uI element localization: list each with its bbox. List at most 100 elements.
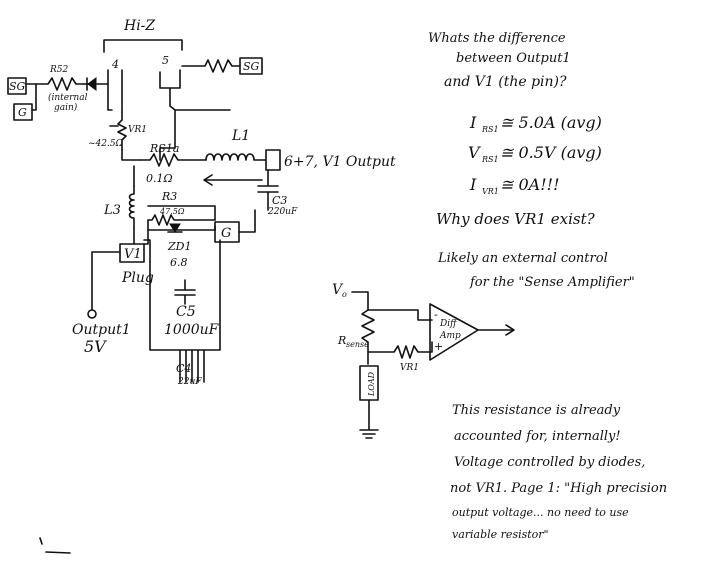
eq2-symbol: V bbox=[468, 143, 481, 162]
resistance-line-1: This resistance is already bbox=[452, 403, 621, 418]
r52-label: R52 bbox=[49, 65, 69, 75]
zd1-to-v1 bbox=[143, 229, 149, 245]
amp-minus-wire bbox=[367, 309, 433, 321]
l1-inductor bbox=[205, 153, 267, 161]
hi-z-label: Hi-Z bbox=[123, 18, 155, 34]
zd1-triangle bbox=[169, 223, 181, 233]
eq1-subscript: RS1 bbox=[481, 125, 499, 134]
vr1-value: ~42.5Ω bbox=[88, 139, 124, 149]
resistance-line-3: Voltage controlled by diodes, bbox=[454, 455, 645, 470]
pin4-label: 4 bbox=[111, 58, 119, 71]
likely-line-2: for the "Sense Amplifier" bbox=[469, 275, 635, 290]
output-connector bbox=[265, 149, 281, 171]
c5-label: C5 bbox=[176, 304, 196, 320]
resistance-line-5: output voltage... no need to use bbox=[452, 506, 629, 519]
hi-z-bracket bbox=[103, 39, 183, 53]
vr1-label: VR1 bbox=[128, 125, 147, 135]
output1-wire bbox=[91, 251, 121, 311]
output-label: 6+7, V1 Output bbox=[284, 154, 396, 170]
diff-amp-label-1: Diff bbox=[439, 319, 458, 329]
l1-label: L1 bbox=[231, 128, 250, 144]
diff-amp-triangle bbox=[429, 303, 479, 361]
equation-i-rs1: I RS1 ≅ 5.0A (avg) bbox=[469, 113, 602, 134]
pin5-leads bbox=[159, 69, 181, 89]
margin-notes: Whats the difference between Output1 and… bbox=[428, 31, 667, 541]
g1-label: G bbox=[18, 106, 27, 119]
l3-label: L3 bbox=[103, 203, 121, 218]
vr1-amp-label: VR1 bbox=[400, 363, 419, 373]
eq3-value: ≅ 0A!!! bbox=[500, 175, 560, 194]
amp-output-arrow bbox=[505, 324, 515, 336]
v1-box bbox=[119, 243, 145, 263]
eq3-subscript: VR1 bbox=[482, 187, 499, 196]
c3-value: 220uF bbox=[267, 207, 298, 217]
r3-top-wire bbox=[147, 205, 216, 221]
why-vr1: Why does VR1 exist? bbox=[436, 210, 596, 228]
resistance-line-4: not VR1. Page 1: "High precision bbox=[450, 481, 667, 496]
c5-symbol bbox=[174, 279, 196, 305]
r3-resistor bbox=[147, 214, 216, 226]
c5-value: 1000uF bbox=[164, 322, 220, 338]
question-line-1: Whats the difference bbox=[428, 31, 566, 46]
rs1a-label: RS1a bbox=[149, 142, 179, 155]
ground-symbol bbox=[359, 399, 379, 439]
vr1-resistor bbox=[117, 111, 127, 151]
diff-amp-label-2: Amp bbox=[439, 331, 461, 341]
sense-amp-diagram: V o R sense VR1 Diff Amp - + LOAD bbox=[332, 282, 515, 439]
sg2-label: SG bbox=[243, 60, 260, 73]
eq2-subscript: RS1 bbox=[481, 155, 499, 164]
l3-inductor bbox=[128, 185, 135, 229]
likely-line-1: Likely an external control bbox=[437, 251, 608, 266]
sg1-label: SG bbox=[9, 80, 26, 93]
r3-label: R3 bbox=[161, 190, 177, 203]
output1-label: Output1 bbox=[72, 322, 131, 338]
eq1-value: ≅ 5.0A (avg) bbox=[500, 113, 602, 132]
vo-subscript: o bbox=[342, 290, 347, 299]
output1-terminal bbox=[87, 309, 97, 319]
question-line-3: and V1 (the pin)? bbox=[444, 74, 567, 90]
c3-capacitor bbox=[257, 169, 279, 211]
r52-note-2: gain) bbox=[54, 102, 78, 113]
pin5-to-node bbox=[159, 109, 176, 161]
equation-v-rs1: V RS1 ≅ 0.5V (avg) bbox=[468, 143, 602, 164]
g2-label: G bbox=[221, 226, 231, 241]
stray-marks bbox=[39, 537, 71, 554]
sg1-wire bbox=[25, 83, 37, 111]
equation-i-vr1: I VR1 ≅ 0A!!! bbox=[469, 175, 560, 196]
sg1-box bbox=[7, 77, 27, 95]
c4-label: C4 bbox=[176, 362, 191, 375]
g2-wire bbox=[238, 209, 256, 233]
r3-value: 47.5Ω bbox=[159, 207, 185, 216]
sg2-resistor bbox=[181, 59, 241, 73]
zd1-value: 6.8 bbox=[170, 256, 188, 269]
resistance-line-2: accounted for, internally! bbox=[454, 429, 621, 444]
c5-left-lead bbox=[143, 239, 151, 263]
vr1-to-node bbox=[121, 149, 141, 161]
vo-label: V bbox=[332, 282, 344, 298]
load-label: LOAD bbox=[367, 371, 376, 397]
g1-box bbox=[13, 103, 33, 121]
question-line-2: between Output1 bbox=[456, 51, 571, 66]
eq1-symbol: I bbox=[469, 113, 477, 132]
eq2-value: ≅ 0.5V (avg) bbox=[500, 143, 602, 162]
pin4-leads bbox=[107, 69, 123, 113]
output1-value: 5V bbox=[84, 337, 107, 356]
r52-note-1: (internal bbox=[48, 92, 88, 103]
amp-minus-sign: - bbox=[434, 308, 438, 321]
amp-plus-sign: + bbox=[434, 340, 443, 353]
c4-leads bbox=[179, 349, 205, 383]
plug-label: Plug bbox=[121, 270, 154, 286]
eq3-symbol: I bbox=[469, 175, 477, 194]
rs1a-value: 0.1Ω bbox=[146, 172, 173, 185]
vr1-amp-resistor bbox=[367, 341, 433, 359]
c3-label: C3 bbox=[272, 194, 287, 207]
pin5-wire bbox=[169, 87, 231, 111]
c4-value: 22uF bbox=[177, 377, 202, 387]
r52-resistor bbox=[35, 77, 85, 91]
pin5-label: 5 bbox=[162, 54, 169, 67]
diode-triangle bbox=[87, 77, 97, 91]
current-arrow-head bbox=[203, 174, 213, 186]
resistance-line-6: variable resistor" bbox=[452, 528, 549, 541]
sg2-box bbox=[239, 57, 263, 75]
power-supply-schematic: Hi-Z 4 5 SG SG G R52 (internal gain) VR1… bbox=[7, 18, 396, 387]
